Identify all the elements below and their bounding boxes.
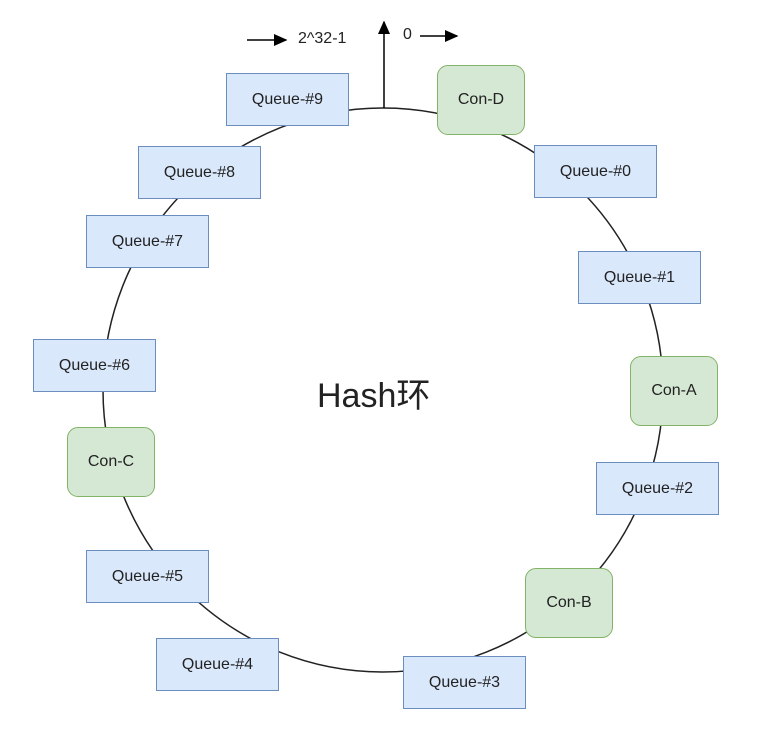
queue-7[interactable]: Queue-#7 bbox=[86, 215, 209, 268]
queue-6[interactable]: Queue-#6 bbox=[33, 339, 156, 392]
max-value-label: 2^32-1 bbox=[298, 30, 347, 47]
queue-9[interactable]: Queue-#9 bbox=[226, 73, 349, 126]
ring-title: Hash环 bbox=[317, 377, 431, 415]
consumer-d[interactable]: Con-D bbox=[437, 65, 525, 135]
consumer-c[interactable]: Con-C bbox=[67, 427, 155, 497]
queue-3[interactable]: Queue-#3 bbox=[403, 656, 526, 709]
queue-5[interactable]: Queue-#5 bbox=[86, 550, 209, 603]
zero-value-label: 0 bbox=[403, 26, 412, 43]
queue-4[interactable]: Queue-#4 bbox=[156, 638, 279, 691]
queue-0[interactable]: Queue-#0 bbox=[534, 145, 657, 198]
consumer-a[interactable]: Con-A bbox=[630, 356, 718, 426]
queue-2[interactable]: Queue-#2 bbox=[596, 462, 719, 515]
queue-1[interactable]: Queue-#1 bbox=[578, 251, 701, 304]
consumer-b[interactable]: Con-B bbox=[525, 568, 613, 638]
queue-8[interactable]: Queue-#8 bbox=[138, 146, 261, 199]
